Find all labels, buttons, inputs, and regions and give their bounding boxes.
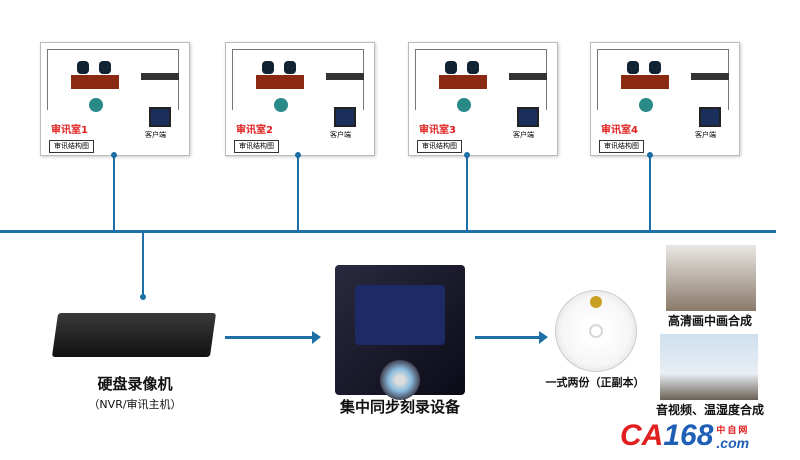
ca168-logo: CA168 中自网 .com: [620, 419, 750, 452]
room-structure-label: 审讯结构图: [234, 140, 279, 153]
room-structure-label: 审讯结构图: [417, 140, 462, 153]
photo-av-temp: [660, 334, 758, 400]
photo-av-temp-caption: 音视频、温湿度合成: [655, 403, 764, 417]
room-3: 审讯室3 审讯结构图 客户端: [408, 42, 558, 156]
arrow-nvr-to-recorder: [225, 331, 321, 344]
room-name: 审讯室2: [236, 125, 273, 136]
room-name: 审讯室3: [419, 125, 456, 136]
client-label: 客户端: [330, 131, 351, 139]
room-structure-label: 审讯结构图: [49, 140, 94, 153]
room-4: 审讯室4 审讯结构图 客户端: [590, 42, 740, 156]
photo-pip: [666, 245, 756, 311]
client-label: 客户端: [513, 131, 534, 139]
disc-recorder-device: [335, 265, 465, 400]
room-name: 审讯室1: [51, 125, 88, 136]
client-pc-icon: [517, 107, 539, 127]
client-pc-icon: [149, 107, 171, 127]
network-bus: [0, 230, 776, 233]
arrow-recorder-to-disc: [475, 331, 548, 344]
nvr-subtitle: （NVR/审讯主机）: [88, 398, 182, 411]
client-label: 客户端: [145, 131, 166, 139]
room-1: 审讯室1 审讯结构图 客户端: [40, 42, 190, 156]
room-name: 审讯室4: [601, 125, 638, 136]
nvr-device: [51, 313, 217, 357]
logo-cn: 中自网: [716, 425, 750, 435]
photo-pip-caption: 高清画中画合成: [667, 314, 752, 328]
recorder-title: 集中同步刻录设备: [339, 398, 460, 416]
room-structure-label: 审讯结构图: [599, 140, 644, 153]
client-pc-icon: [334, 107, 356, 127]
nvr-title: 硬盘录像机: [97, 375, 173, 393]
disc-image: [555, 290, 637, 372]
client-pc-icon: [699, 107, 721, 127]
client-label: 客户端: [695, 131, 716, 139]
logo-text: CA168: [620, 419, 714, 452]
room-2: 审讯室2 审讯结构图 客户端: [225, 42, 375, 156]
logo-suffix: .com: [716, 435, 750, 451]
disc-caption: 一式两份（正副本）: [545, 376, 645, 389]
